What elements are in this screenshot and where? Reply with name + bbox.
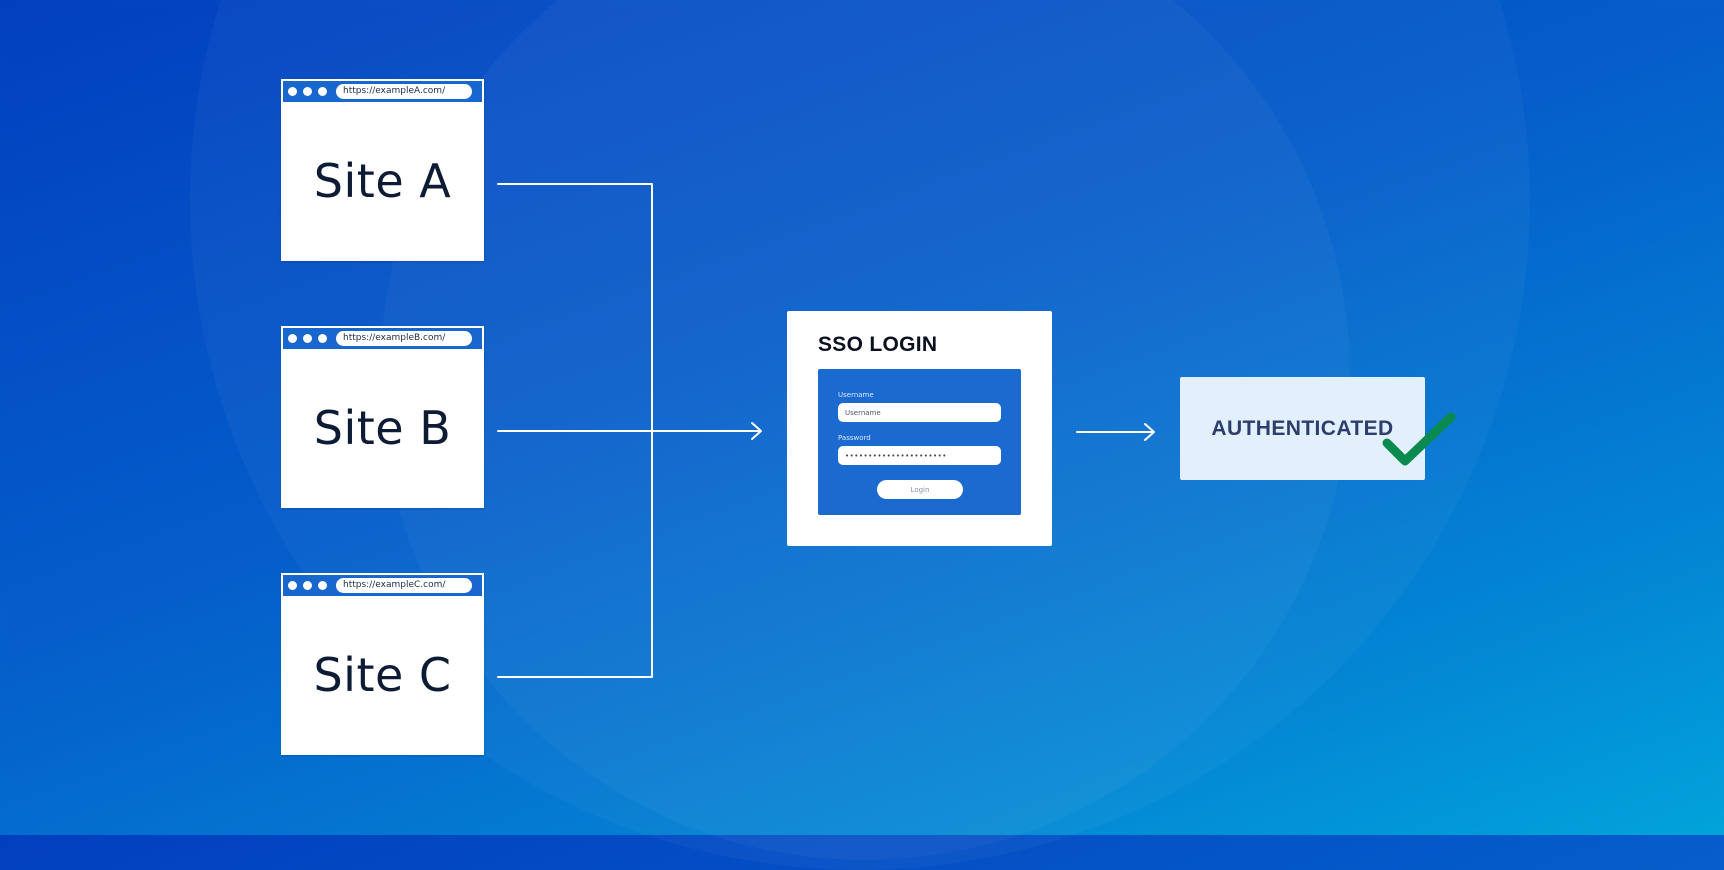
password-label: Password <box>838 434 871 442</box>
connector-site-a <box>497 183 653 678</box>
window-dot-icon <box>288 334 297 343</box>
password-input[interactable] <box>838 446 1001 465</box>
browser-title-bar: https://exampleA.com/ <box>283 81 482 102</box>
browser-title-bar: https://exampleB.com/ <box>283 328 482 349</box>
username-label: Username <box>838 391 874 399</box>
window-dot-icon <box>303 87 312 96</box>
site-title: Site B <box>313 400 452 455</box>
arrow-right-icon <box>1144 423 1155 441</box>
site-title: Site C <box>313 647 452 702</box>
checkmark-icon <box>1382 412 1456 466</box>
window-dot-icon <box>318 581 327 590</box>
address-bar[interactable]: https://exampleA.com/ <box>336 84 472 99</box>
browser-title-bar: https://exampleC.com/ <box>283 575 482 596</box>
browser-window-site-a: https://exampleA.com/ Site A <box>281 79 484 261</box>
site-title: Site A <box>313 153 452 208</box>
address-bar[interactable]: https://exampleC.com/ <box>336 578 472 593</box>
authenticated-card: AUTHENTICATED <box>1180 377 1456 480</box>
browser-window-site-b: https://exampleB.com/ Site B <box>281 326 484 508</box>
window-dot-icon <box>318 87 327 96</box>
sso-login-card: SSO LOGIN Username Password Login <box>787 311 1052 546</box>
username-input[interactable] <box>838 403 1001 422</box>
login-button[interactable]: Login <box>877 480 963 499</box>
sso-heading: SSO LOGIN <box>818 333 938 356</box>
window-dot-icon <box>288 87 297 96</box>
arrow-right-icon <box>751 422 762 440</box>
authenticated-label: AUTHENTICATED <box>1211 416 1394 440</box>
login-form: Username Password Login <box>818 369 1021 515</box>
window-dot-icon <box>318 334 327 343</box>
window-dot-icon <box>303 334 312 343</box>
window-dot-icon <box>288 581 297 590</box>
address-bar[interactable]: https://exampleB.com/ <box>336 331 472 346</box>
window-dot-icon <box>303 581 312 590</box>
browser-window-site-c: https://exampleC.com/ Site C <box>281 573 484 755</box>
